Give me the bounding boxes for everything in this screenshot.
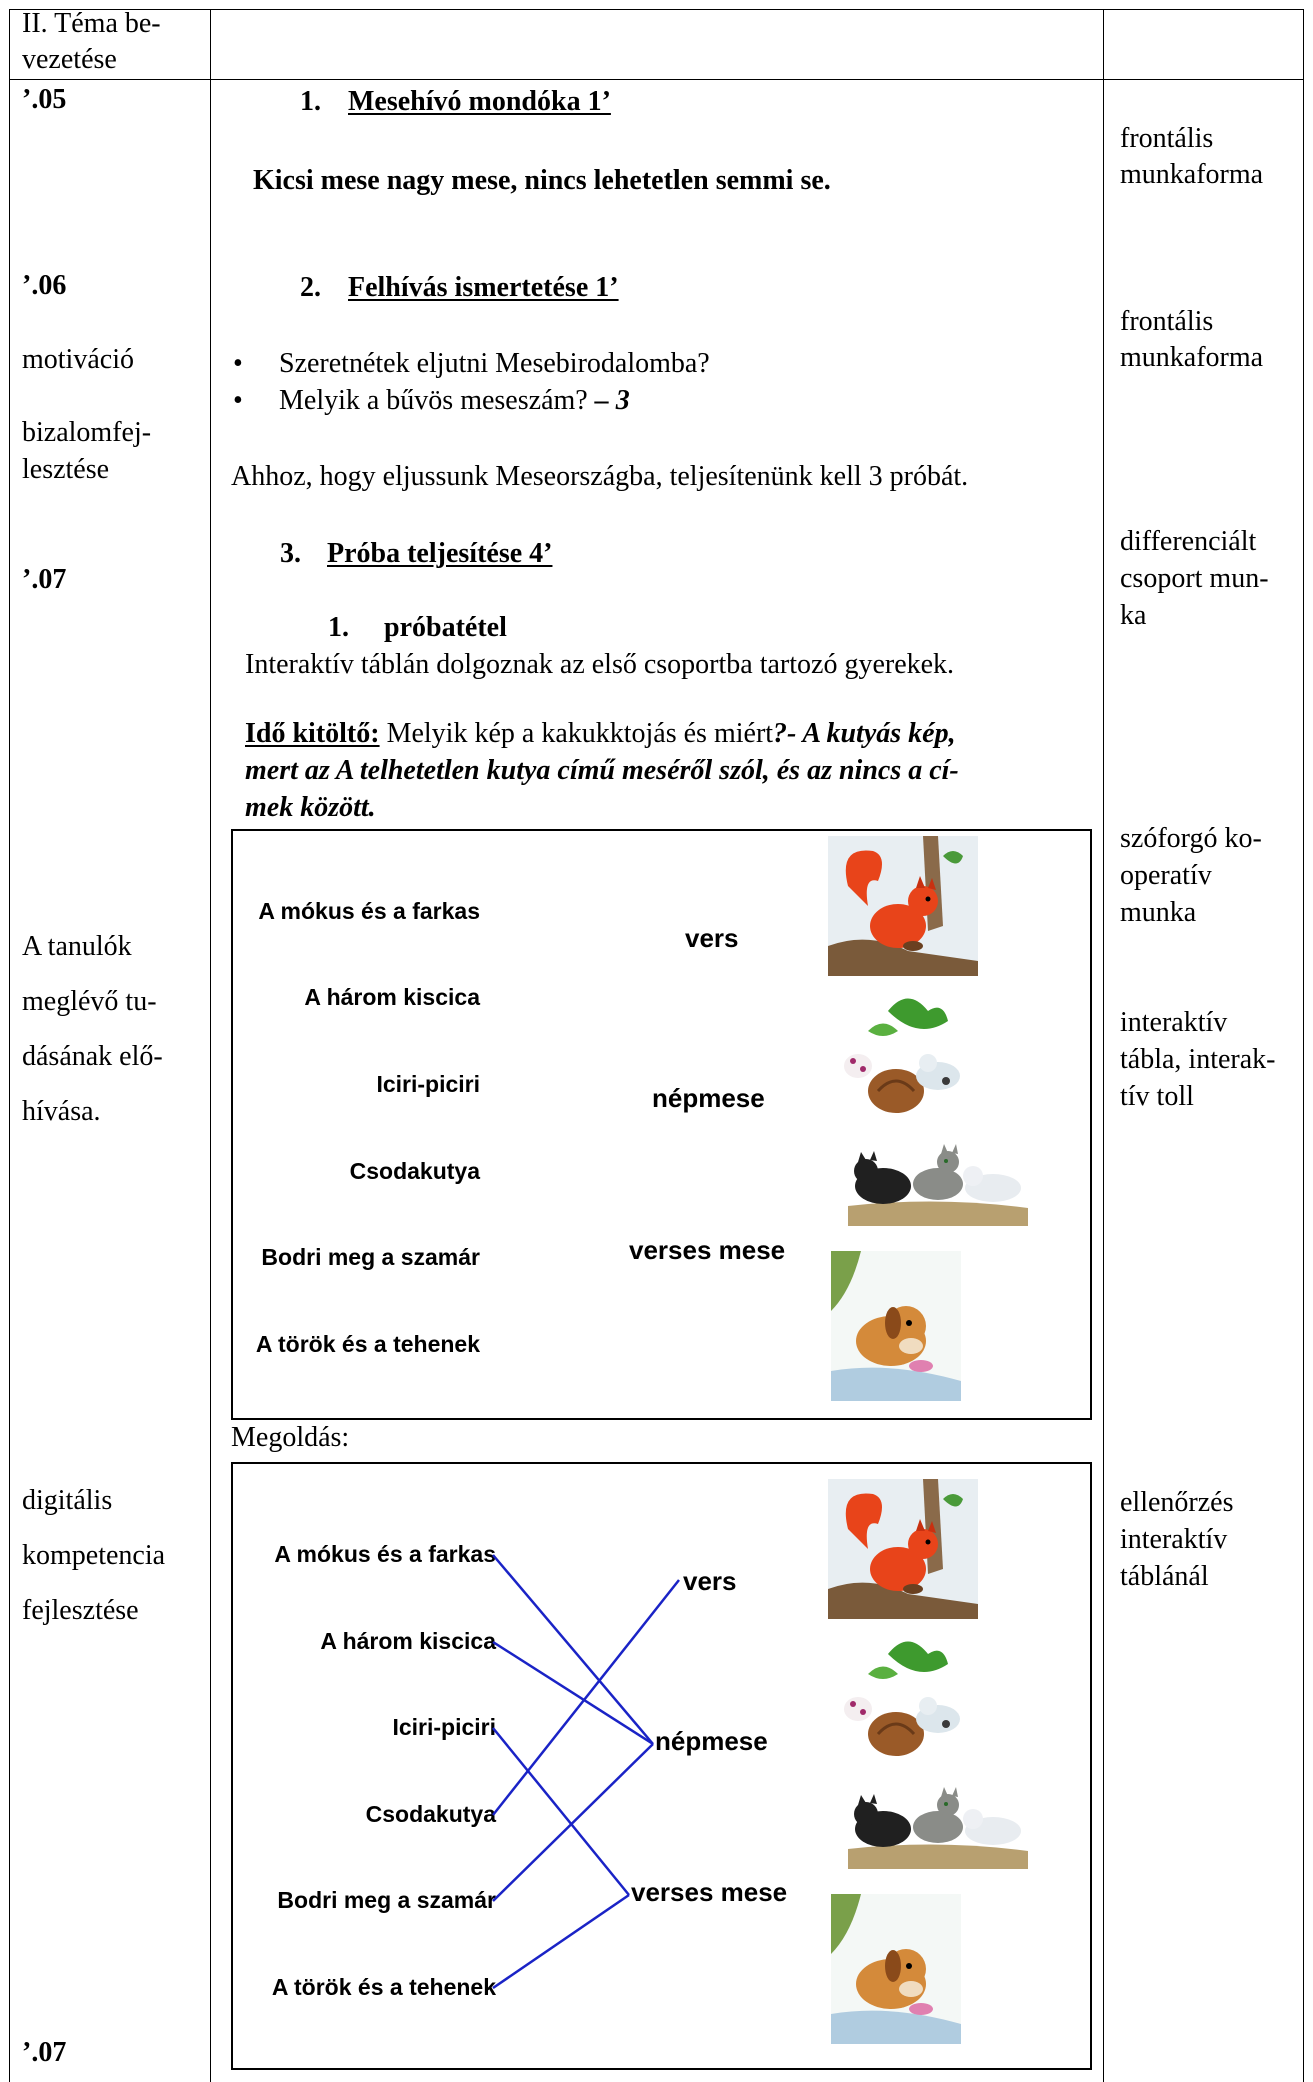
three-cats-picture — [848, 1136, 1028, 1226]
section2-title: Felhívás ismertetése 1’ — [348, 272, 619, 303]
section2-number: 2. — [300, 272, 321, 303]
exercise-title-3: Iciri-piciri — [376, 1071, 480, 1097]
table-row-divider — [9, 79, 1304, 80]
rhyme-text: Kicsi mese nagy mese, nincs lehetetlen s… — [253, 165, 831, 196]
bullet-2-text: Melyik a bűvös meseszám? – 3 — [279, 383, 630, 419]
bullet-2: • — [233, 385, 243, 416]
method-szoforgo-3: munka — [1120, 897, 1197, 928]
solution-title-2: A három kiscica — [320, 1628, 496, 1654]
section3-title: Próba teljesítése 4’ — [327, 538, 553, 569]
solution-title-3: Iciri-piciri — [392, 1714, 496, 1740]
goal-bizalom-1: bizalomfej- — [22, 417, 152, 448]
table-top-border — [9, 9, 1304, 10]
bullet-1: • — [233, 348, 243, 379]
exercise-category-vers: vers — [685, 923, 739, 953]
method-diff-2: csoport mun- — [1120, 563, 1269, 594]
row-header-line2: vezetése — [22, 44, 117, 75]
row-header-line1: II. Téma be- — [22, 8, 161, 39]
goal-bizalom-2: lesztése — [22, 454, 110, 485]
solution-title-1: A mókus és a farkas — [274, 1541, 496, 1567]
method-frontalis-2a: frontális — [1120, 306, 1214, 337]
connector-line — [492, 1579, 680, 1816]
method-ellenorzes-2: interaktív — [1120, 1524, 1228, 1555]
exercise-title-2: A három kiscica — [304, 984, 480, 1010]
ido-label: Idő kitöltő: — [245, 718, 380, 749]
goal-digitalis-1: digitális — [22, 1485, 113, 1516]
exercise-title-4: Csodakutya — [349, 1158, 480, 1184]
exercise-category-nepmese: népmese — [652, 1083, 765, 1113]
time-05: ’.05 — [22, 84, 67, 115]
method-frontalis-1a: frontális — [1120, 123, 1214, 154]
goal-motivacio: motiváció — [22, 344, 134, 375]
solution-title-4: Csodakutya — [365, 1801, 496, 1827]
connector-line — [492, 1893, 630, 1990]
table-right-border — [1303, 9, 1304, 2082]
squirrel-picture — [828, 836, 978, 976]
tool-interaktiv-3: tív toll — [1120, 1081, 1194, 1112]
subsection-title: próbatétel — [384, 612, 507, 643]
megoldas-label: Megoldás: — [231, 1422, 350, 1453]
bullet-2-question: Melyik a bűvös meseszám? — [279, 385, 595, 416]
goal-tanulok-4: hívása. — [22, 1096, 101, 1127]
ido-answer-3: mek között. — [245, 792, 376, 823]
method-ellenorzes-1: ellenőrzés — [1120, 1487, 1234, 1518]
bullet-1-text: Szeretnétek eljutni Mesebirodalomba? — [279, 348, 710, 379]
solution-title-6: A török és a tehenek — [271, 1974, 496, 2000]
method-diff-1: differenciált — [1120, 526, 1257, 557]
connector-line — [492, 1640, 654, 1746]
ido-answer-1: ?- A kutyás kép, — [773, 718, 956, 749]
solution-box: A mókus és a farkas A három kiscica Icir… — [231, 1462, 1092, 2070]
intro-paragraph: Ahhoz, hogy eljussunk Meseországba, telj… — [231, 461, 969, 492]
solution-title-5: Bodri meg a szamár — [277, 1887, 496, 1913]
exercise-title-6: A török és a tehenek — [255, 1331, 480, 1357]
ido-line-1: Idő kitöltő: Melyik kép a kakukktojás és… — [245, 716, 956, 752]
exercise-category-verses-mese: verses mese — [629, 1235, 786, 1265]
section1-title: Mesehívó mondóka 1’ — [348, 86, 611, 117]
exercise-title-1: A mókus és a farkas — [258, 898, 480, 924]
time-07-a: ’.07 — [22, 564, 67, 595]
table-col-divider-1 — [210, 9, 211, 2082]
ido-answer-2: mert az A telhetetlen kutya című meséről… — [245, 755, 959, 786]
connector-line — [492, 1743, 654, 1902]
table-left-border — [9, 9, 10, 2082]
subsection-number: 1. — [328, 612, 349, 643]
section1-number: 1. — [300, 86, 321, 117]
solution-squirrel-picture — [828, 1479, 978, 1619]
solution-three-cats-picture — [848, 1779, 1028, 1869]
solution-dog-picture — [831, 1894, 961, 2044]
goal-tanulok-2: meglévő tu- — [22, 986, 157, 1017]
method-szoforgo-1: szóforgó ko- — [1120, 823, 1262, 854]
bullet-2-answer: – 3 — [594, 385, 630, 416]
goal-digitalis-2: kompetencia — [22, 1540, 166, 1571]
table-col-divider-2 — [1103, 9, 1104, 2082]
ido-question: Melyik kép a kakukktojás és miért — [379, 718, 774, 749]
exercise-title-5: Bodri meg a szamár — [261, 1244, 480, 1270]
tool-interaktiv-2: tábla, interak- — [1120, 1044, 1276, 1075]
method-frontalis-2b: munkaforma — [1120, 342, 1264, 373]
goal-tanulok-1: A tanulók — [22, 931, 132, 962]
solution-category-verses-mese: verses mese — [631, 1877, 788, 1907]
tool-interaktiv-1: interaktív — [1120, 1007, 1228, 1038]
solution-category-nepmese: népmese — [655, 1726, 768, 1756]
interactive-text: Interaktív táblán dolgoznak az első csop… — [245, 649, 955, 680]
method-ellenorzes-3: táblánál — [1120, 1561, 1209, 1592]
goal-tanulok-3: dásának elő- — [22, 1041, 163, 1072]
solution-connector-lines — [492, 1554, 680, 1990]
dog-picture — [831, 1251, 961, 1401]
exercise-box: A mókus és a farkas A három kiscica Icir… — [231, 829, 1092, 1420]
section3-number: 3. — [280, 538, 301, 569]
kittens-pumpkin-picture — [828, 991, 978, 1131]
goal-digitalis-3: fejlesztése — [22, 1595, 139, 1626]
time-06: ’.06 — [22, 270, 67, 301]
connector-line — [492, 1554, 654, 1745]
method-szoforgo-2: operatív — [1120, 860, 1212, 891]
connector-line — [492, 1727, 630, 1896]
time-07-b: ’.07 — [22, 2037, 67, 2068]
solution-kittens-pumpkin-picture — [828, 1634, 978, 1774]
method-frontalis-1b: munkaforma — [1120, 159, 1264, 190]
method-diff-3: ka — [1120, 600, 1147, 631]
solution-category-vers: vers — [683, 1566, 737, 1596]
